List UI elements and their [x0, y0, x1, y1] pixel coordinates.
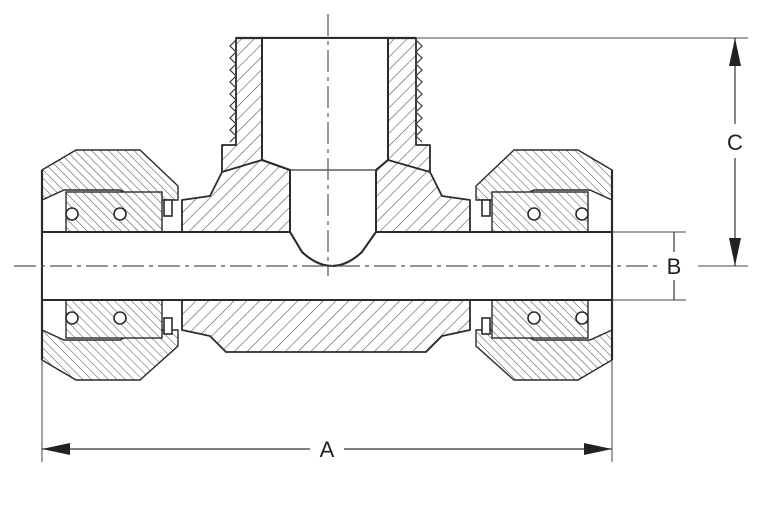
left-washer-upper — [163, 199, 173, 217]
dim-a-arrow-right — [584, 443, 612, 455]
branch-right-wall — [387, 37, 431, 173]
right-oring-upper-1 — [527, 207, 541, 221]
dim-b-label-backdrop — [662, 252, 686, 280]
right-oring-lower-2 — [575, 311, 589, 325]
left-oring-lower-1 — [65, 311, 79, 325]
left-cap-lower — [41, 328, 179, 381]
right-washer-upper — [481, 199, 491, 217]
left-oring-upper-2 — [113, 207, 127, 221]
dimension-b: B — [612, 231, 686, 301]
right-oring-lower-1 — [527, 311, 541, 325]
dim-a-label: A — [320, 437, 335, 462]
dim-c-arrow-top — [729, 38, 741, 66]
dimension-a: A — [41, 360, 613, 462]
left-oring-lower-2 — [113, 311, 127, 325]
dim-c-arrow-bottom — [729, 238, 741, 266]
left-washer-lower — [163, 317, 173, 335]
dim-b-label: B — [667, 254, 682, 279]
right-socket — [475, 149, 614, 381]
left-oring-upper-1 — [65, 207, 79, 221]
right-washer-lower — [481, 317, 491, 335]
dim-c-label: C — [727, 130, 743, 155]
branch-left-wall — [221, 37, 263, 173]
right-oring-upper-2 — [575, 207, 589, 221]
body-lower-section — [181, 299, 471, 353]
thread-teeth-right — [415, 39, 423, 143]
dimension-c: C — [416, 37, 748, 267]
left-socket — [40, 149, 179, 381]
thread-teeth-left — [229, 39, 237, 143]
dim-a-arrow-left — [42, 443, 70, 455]
right-cap-lower — [475, 328, 613, 381]
